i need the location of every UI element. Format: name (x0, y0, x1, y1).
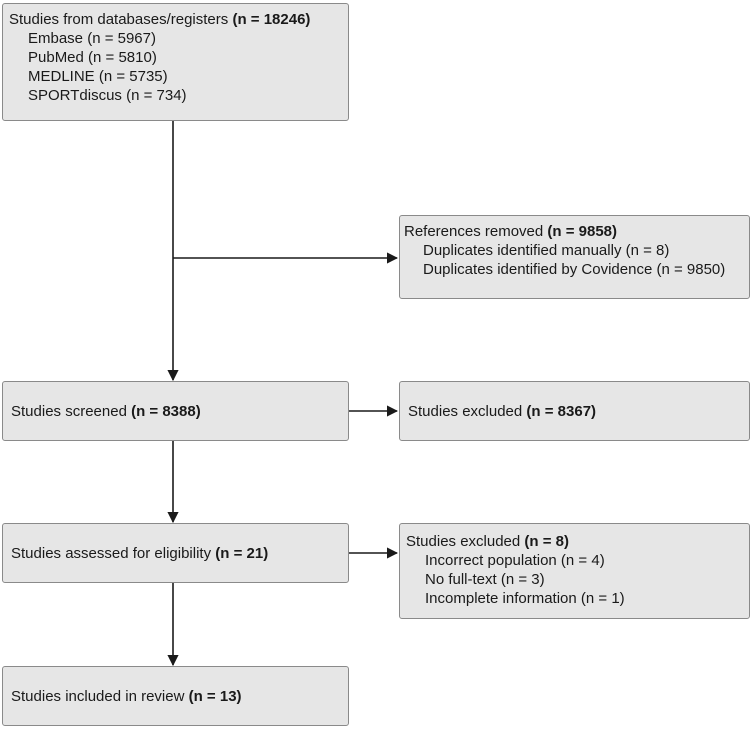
identification-title: Studies from databases/registers (n = 18… (9, 11, 311, 28)
studies-included-box: Studies included in review (n = 13) (2, 666, 349, 726)
references-removed-title: References removed (n = 9858) (404, 223, 618, 240)
references-removed-box: References removed (n = 9858) Duplicates… (399, 215, 750, 299)
eligibility-title: Studies assessed for eligibility (n = 21… (11, 544, 269, 562)
excluded-item-incorrect-population: Incorrect population (n = 4) (425, 552, 605, 569)
excluded-item-incomplete-information: Incomplete information (n = 1) (425, 590, 625, 607)
studies-screened-title: Studies screened (n = 8388) (11, 402, 201, 420)
excluded-item-no-full-text: No full-text (n = 3) (425, 571, 545, 588)
studies-excluded-eligibility-title: Studies excluded (n = 8) (406, 533, 570, 550)
studies-excluded-eligibility-box: Studies excluded (n = 8) Incorrect popul… (399, 523, 750, 619)
studies-excluded-screening-box: Studies excluded (n = 8367) (399, 381, 750, 441)
eligibility-box: Studies assessed for eligibility (n = 21… (2, 523, 349, 583)
identification-item-embase: Embase (n = 5967) (28, 30, 156, 47)
references-removed-item-covidence: Duplicates identified by Covidence (n = … (423, 261, 726, 278)
studies-included-title: Studies included in review (n = 13) (11, 687, 242, 705)
studies-excluded-screening-title: Studies excluded (n = 8367) (408, 402, 597, 420)
references-removed-item-manual: Duplicates identified manually (n = 8) (423, 242, 670, 259)
identification-item-sportdiscus: SPORTdiscus (n = 734) (28, 87, 187, 104)
studies-screened-box: Studies screened (n = 8388) (2, 381, 349, 441)
identification-item-medline: MEDLINE (n = 5735) (28, 68, 168, 85)
identification-box: Studies from databases/registers (n = 18… (2, 3, 349, 121)
identification-item-pubmed: PubMed (n = 5810) (28, 49, 157, 66)
